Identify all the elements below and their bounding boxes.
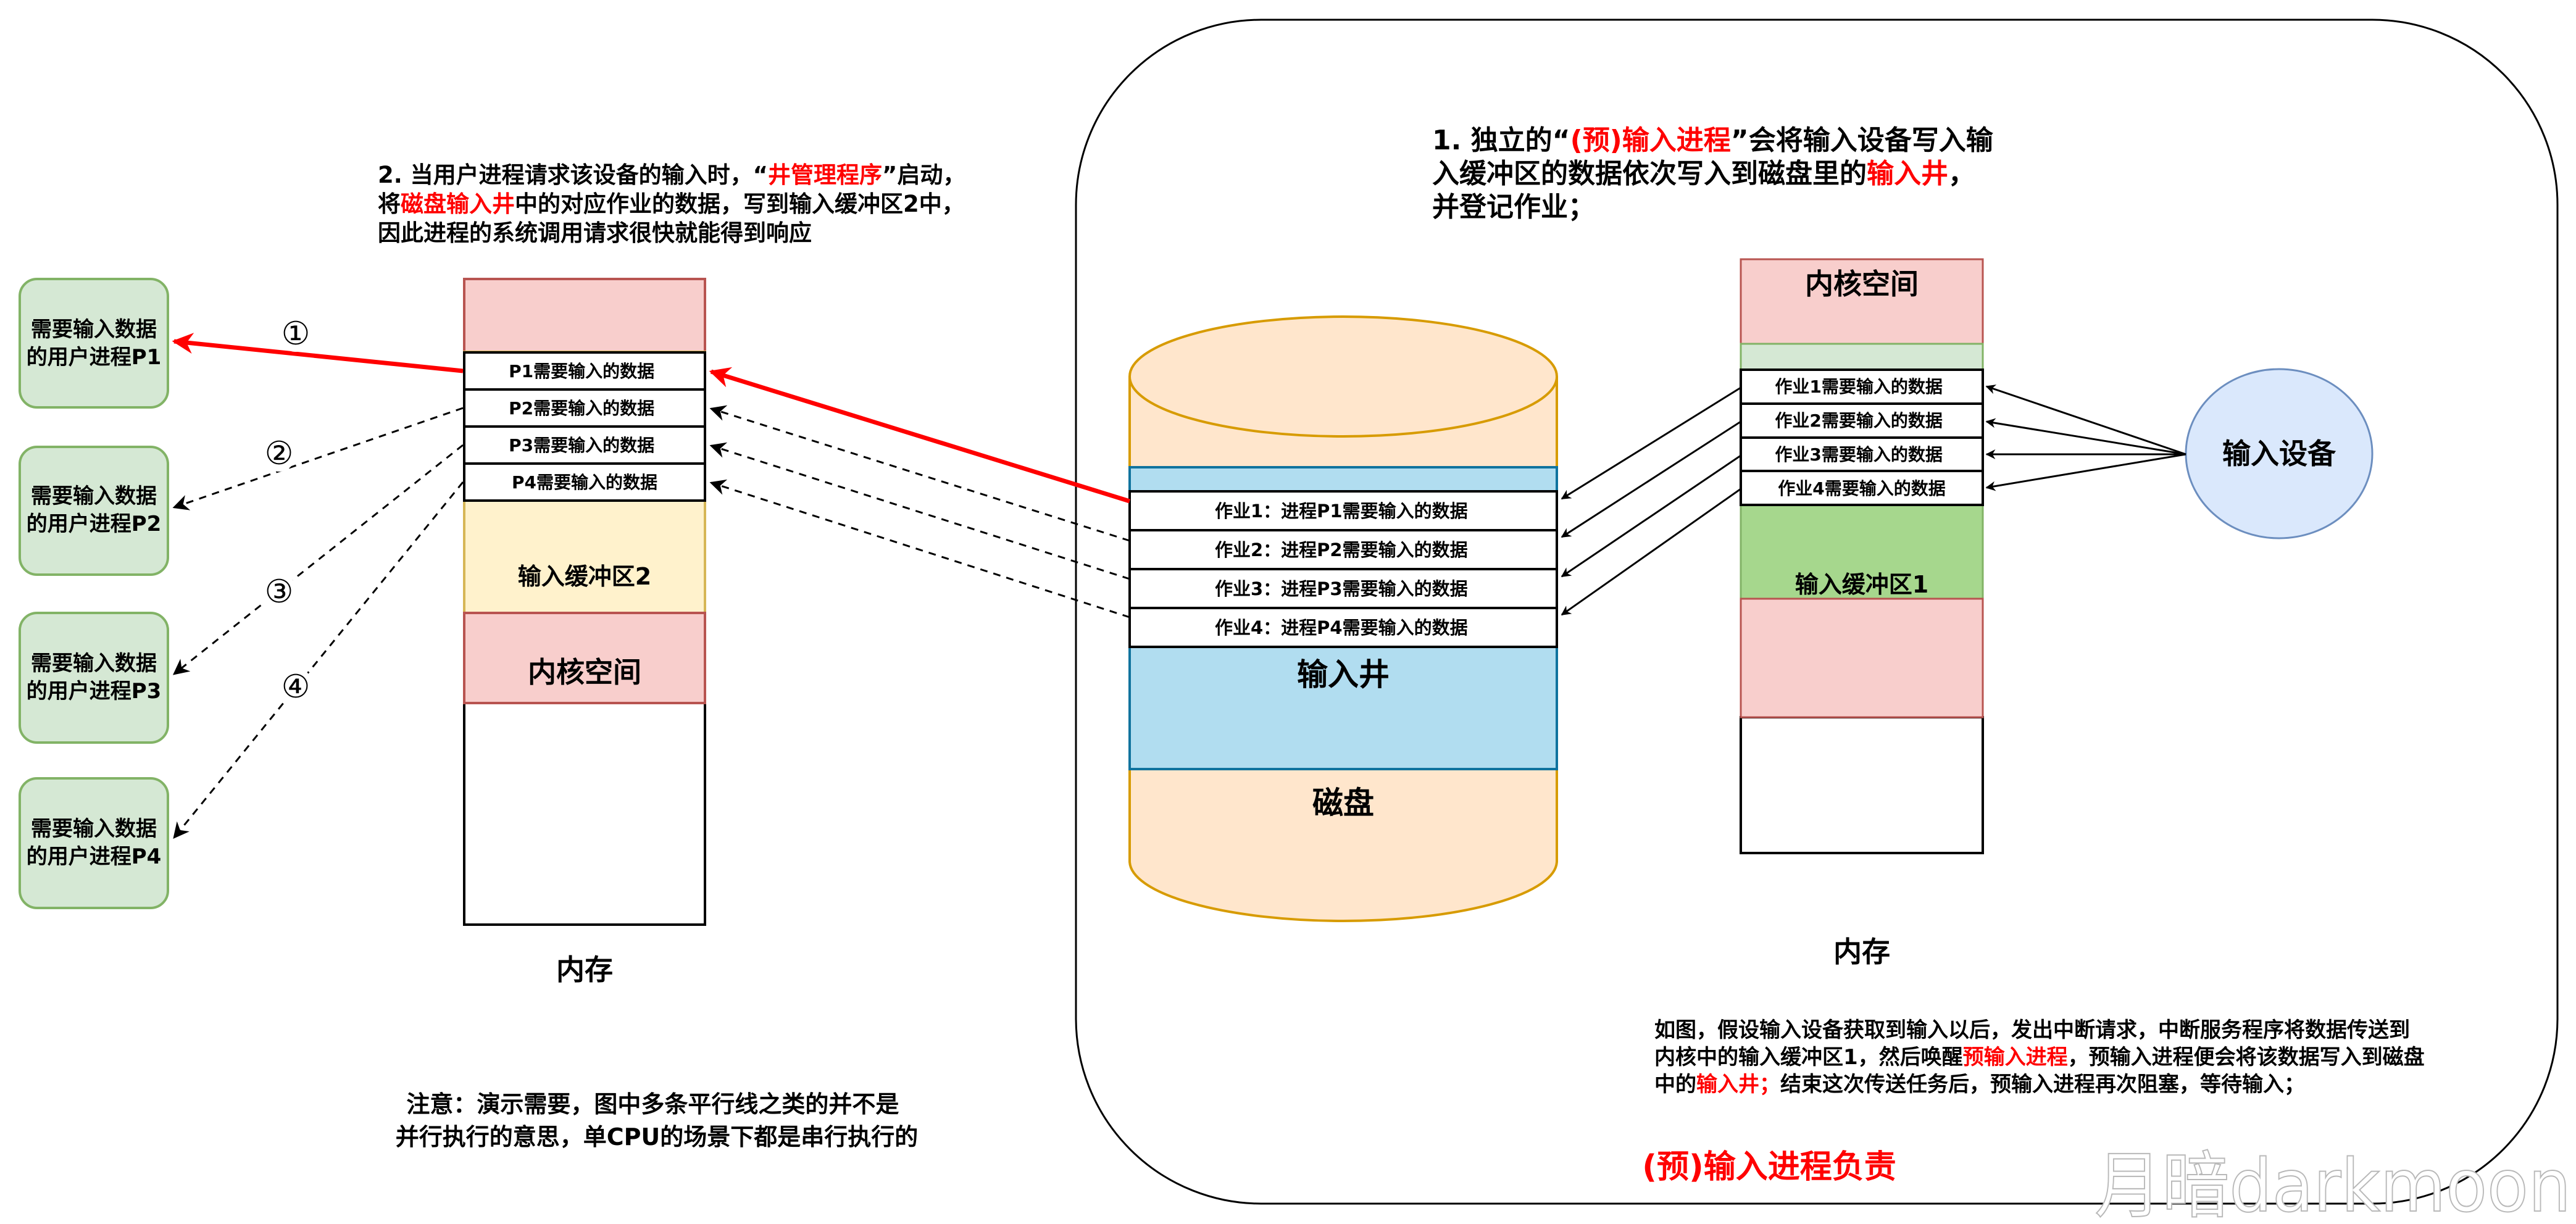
disk-row-4 xyxy=(1128,607,1558,648)
arrow-device-to-row4 xyxy=(1985,453,2186,491)
user-process-p4: 需要输入数据的用户进程P4 xyxy=(19,777,169,909)
step-1: ① xyxy=(278,315,313,352)
svg-text:需要输入数据的用户进程P2: 需要输入数据的用户进程P2 xyxy=(27,484,162,536)
watermark: 月暗darkmoon xyxy=(2095,1143,2571,1224)
input-buffer-1-top xyxy=(1740,343,1984,371)
right-kernel-space xyxy=(1740,258,1984,345)
user-process-p2: 需要输入数据的用户进程P2 xyxy=(19,446,169,576)
right-row-2 xyxy=(1740,402,1984,439)
step-3: ③ xyxy=(262,573,296,610)
left-memory: P1需要输入的数据 P2需要输入的数据 P3需要输入的数据 P4需要输入的数据 … xyxy=(463,278,706,926)
step-2: ② xyxy=(262,435,296,472)
arrow-job3-to-buffer2 xyxy=(709,442,1130,580)
left-row-3 xyxy=(463,425,706,465)
left-memory-label: 内存 xyxy=(556,953,613,986)
svg-text:需要输入数据的用户进程P1: 需要输入数据的用户进程P1 xyxy=(27,317,162,370)
svg-text:输入设备: 输入设备 xyxy=(2222,437,2336,470)
right-kernel-bottom xyxy=(1740,597,1984,718)
disk-cylinder: 作业1：进程P1需要输入的数据 作业2：进程P2需要输入的数据 作业3：进程P3… xyxy=(1128,315,1558,922)
svg-text:①: ① xyxy=(281,315,311,352)
right-memory: 内核空间 作业1需要输入的数据 作业2需要输入的数据 作业3需要输入的数据 作业… xyxy=(1740,258,1984,854)
arrow-p3-to-process xyxy=(172,444,464,675)
left-row-2 xyxy=(463,388,706,428)
spooling-container xyxy=(1075,19,2559,1205)
disk-row-2 xyxy=(1128,529,1558,570)
arrow-job2-to-buffer2 xyxy=(709,405,1130,542)
left-row-1 xyxy=(463,351,706,391)
arrow-buffer1-row4-to-disk xyxy=(1561,488,1741,616)
right-row-4 xyxy=(1740,470,1984,506)
arrow-buffer1-row1-to-disk xyxy=(1561,386,1741,500)
right-row-3 xyxy=(1740,436,1984,472)
svg-text:作业1需要输入的数据 作业2需要输入的数据: 作业1需要输入的数据 作业2需要输入的数据 作业3需要输入的数据 作业4需要输入… xyxy=(1775,377,1948,499)
svg-text:②: ② xyxy=(265,435,294,472)
svg-text:作业1：进程P1需要输入的数据 作业2：进程P2: 作业1：进程P1需要输入的数据 作业2：进程P2需要输入的数据 作业3：进程P3… xyxy=(1215,501,1474,638)
left-kernel-space xyxy=(463,612,706,704)
left-row-4 xyxy=(463,462,706,502)
input-buffer-1 xyxy=(1740,504,1984,600)
input-device: 输入设备 xyxy=(2185,368,2374,539)
left-kernel-label: 内核空间 xyxy=(528,656,641,689)
arrow-p1-to-process xyxy=(172,333,464,373)
left-kernel-top xyxy=(463,278,706,353)
svg-text:④: ④ xyxy=(281,668,311,706)
arrow-device-to-row2 xyxy=(1985,418,2186,456)
user-process-p1: 需要输入数据的用户进程P1 xyxy=(19,278,169,409)
note-1: 1. 独立的“(预)输入进程”会将输入设备写入输 入缓冲区的数据依次写入到磁盘里… xyxy=(1432,125,2003,223)
arrow-buffer1-row2-to-disk xyxy=(1561,420,1741,538)
arrow-p2-to-process xyxy=(172,407,464,510)
disk-row-1 xyxy=(1128,490,1558,531)
svg-text:③: ③ xyxy=(265,573,294,610)
note-interrupt-explanation: 如图，假设输入设备获取到输入以后，发出中断请求，中断服务程序将数据传送到 内核中… xyxy=(1654,1018,2432,1097)
arrow-job1-to-buffer2 xyxy=(709,367,1131,504)
svg-text:P1需要输入的数据 P2需要输入的数据: P1需要输入的数据 P2需要输入的数据 P3需要输入的数据 P4需要输入的数据 xyxy=(509,361,661,493)
svg-text:需要输入数据的用户进程P4: 需要输入数据的用户进程P4 xyxy=(27,817,162,869)
right-row-1 xyxy=(1740,368,1984,405)
input-buffer-1-label: 输入缓冲区1 xyxy=(1795,571,1928,598)
arrow-job4-to-buffer2 xyxy=(709,479,1130,618)
note-2: 2. 当用户进程请求该设备的输入时，“井管理程序”启动， 将磁盘输入井中的对应作… xyxy=(378,162,973,246)
arrow-buffer1-row3-to-disk xyxy=(1561,454,1741,578)
disk-label: 磁盘 xyxy=(1312,785,1374,821)
arrow-p4-to-process xyxy=(173,481,464,839)
spooling-responsible-label: (预)输入进程负责 xyxy=(1642,1149,1896,1186)
step-4: ④ xyxy=(278,668,313,706)
arrow-device-to-row1 xyxy=(1985,385,2186,456)
right-kernel-label: 内核空间 xyxy=(1805,267,1919,301)
right-memory-label: 内存 xyxy=(1833,935,1890,968)
user-process-p3: 需要输入数据的用户进程P3 xyxy=(19,612,169,744)
disk-row-3 xyxy=(1128,568,1558,609)
input-buffer-2-label: 输入缓冲区2 xyxy=(518,563,651,590)
note-serial-execution: 注意：演示需要，图中多条平行线之类的并不是 并行执行的意思，单CPU的场景下都是… xyxy=(396,1091,919,1151)
input-spool-label: 输入井 xyxy=(1297,657,1390,693)
svg-text:需要输入数据的用户进程P3: 需要输入数据的用户进程P3 xyxy=(27,651,162,704)
